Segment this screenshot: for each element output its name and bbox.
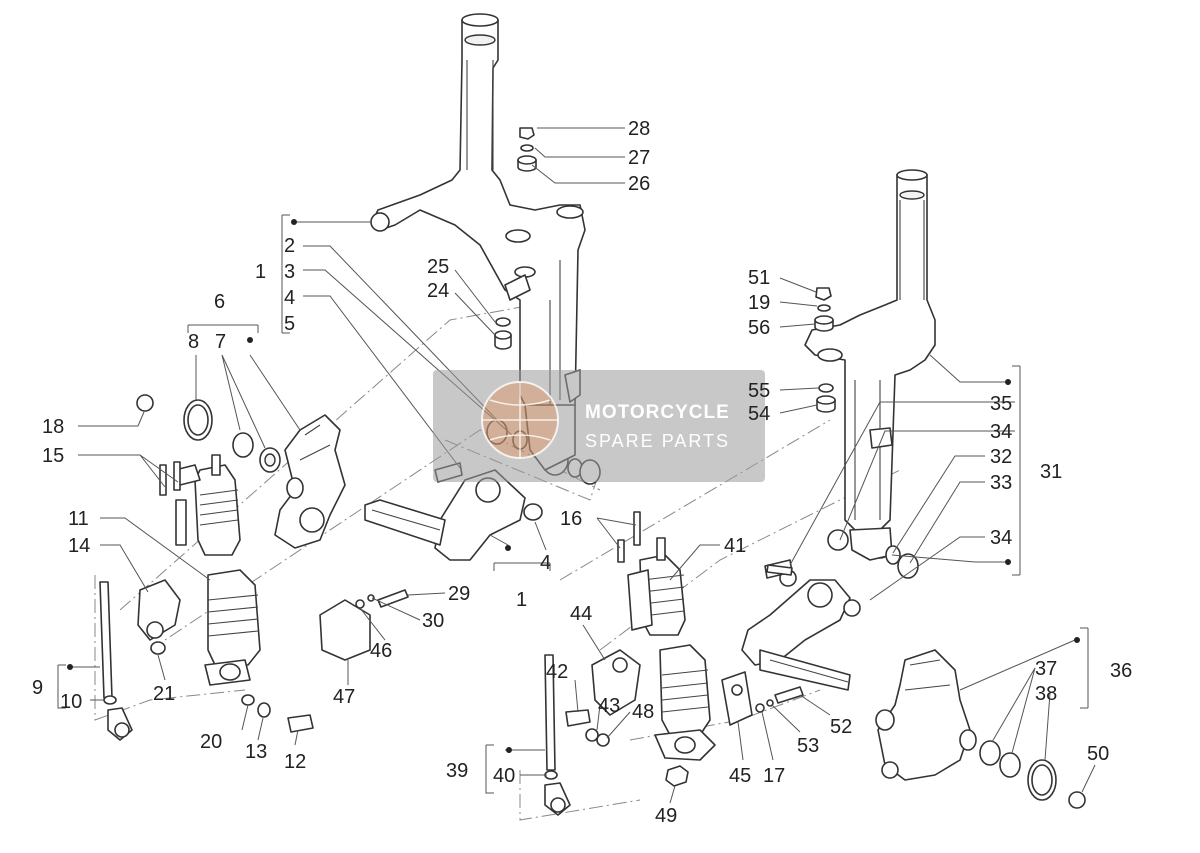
label-20: 20	[200, 731, 222, 753]
caliper-left	[137, 579, 181, 641]
label-40: 40	[493, 765, 515, 787]
label-26: 26	[628, 173, 650, 195]
bolts-15	[159, 461, 181, 496]
label-50: 50	[1087, 743, 1109, 765]
shock-absorber-left	[174, 454, 261, 686]
label-5: 5	[284, 313, 295, 335]
label-33: 33	[990, 472, 1012, 494]
label-48: 48	[632, 701, 654, 723]
label-17: 17	[763, 765, 785, 787]
knuckle-left	[136, 394, 346, 549]
axle-pin-left	[99, 581, 133, 741]
label-1-lower: 1	[516, 589, 527, 611]
label-31: 31	[1040, 461, 1062, 483]
label-41: 41	[724, 535, 746, 557]
label-54: 54	[748, 403, 770, 425]
axle-pin-right	[544, 654, 571, 816]
swing-arm-left	[364, 462, 543, 561]
label-36: 36	[1110, 660, 1132, 682]
label-37: 37	[1035, 658, 1057, 680]
swing-arm-right	[741, 559, 861, 691]
watermark: MOTORCYCLE SPARE PARTS	[433, 370, 765, 482]
label-15: 15	[42, 445, 64, 467]
label-19: 19	[748, 292, 770, 314]
washers-24-25	[494, 317, 512, 350]
label-8: 8	[188, 331, 199, 353]
label-7: 7	[215, 331, 226, 353]
label-6: 6	[214, 291, 225, 313]
shock-absorber-right	[627, 537, 716, 761]
label-1: 1	[255, 261, 266, 283]
label-14: 14	[68, 535, 90, 557]
label-32: 32	[990, 446, 1012, 468]
label-55: 55	[748, 380, 770, 402]
label-43: 43	[598, 695, 620, 717]
label-3: 3	[284, 261, 295, 283]
nut-49	[665, 765, 689, 787]
label-12: 12	[284, 751, 306, 773]
label-49: 49	[655, 805, 677, 827]
bracket-45	[721, 671, 804, 726]
label-46: 46	[370, 640, 392, 662]
label-4-lower: 4	[540, 552, 551, 574]
label-2: 2	[284, 235, 295, 257]
caliper-right	[565, 649, 641, 747]
label-52: 52	[830, 716, 852, 738]
bolts-16	[617, 511, 641, 563]
steering-stem-right	[804, 169, 936, 579]
label-4: 4	[284, 287, 295, 309]
pin-34	[766, 564, 793, 576]
callout-labels: 1 2 3 4 5 6 7 8 9 10 11 12 13 14 15 16 1…	[32, 118, 1132, 827]
label-38: 38	[1035, 683, 1057, 705]
label-18: 18	[42, 416, 64, 438]
label-10: 10	[60, 691, 82, 713]
label-34a: 34	[990, 421, 1012, 443]
label-45: 45	[729, 765, 751, 787]
label-16: 16	[560, 508, 582, 530]
label-56: 56	[748, 317, 770, 339]
label-21: 21	[153, 683, 175, 705]
label-9: 9	[32, 677, 43, 699]
reference-dots	[67, 219, 1080, 753]
watermark-line2: SPARE PARTS	[585, 431, 730, 451]
washers-right	[814, 287, 836, 413]
label-42: 42	[546, 661, 568, 683]
label-13: 13	[245, 741, 267, 763]
label-29: 29	[448, 583, 470, 605]
label-51: 51	[748, 267, 770, 289]
bracket-47	[319, 589, 409, 661]
label-27: 27	[628, 147, 650, 169]
label-34b: 34	[990, 527, 1012, 549]
small-parts-12-21	[150, 641, 314, 733]
label-47: 47	[333, 686, 355, 708]
label-24: 24	[427, 280, 449, 302]
watermark-line1: MOTORCYCLE	[585, 402, 730, 423]
label-39: 39	[446, 760, 468, 782]
knuckle-right	[875, 649, 1086, 809]
leader-lines	[57, 127, 1096, 804]
label-28: 28	[628, 118, 650, 140]
label-35: 35	[990, 393, 1012, 415]
label-53: 53	[797, 735, 819, 757]
label-44: 44	[570, 603, 592, 625]
washers-26-28	[517, 127, 537, 172]
label-25: 25	[427, 256, 449, 278]
label-11: 11	[68, 508, 89, 530]
label-30: 30	[422, 610, 444, 632]
